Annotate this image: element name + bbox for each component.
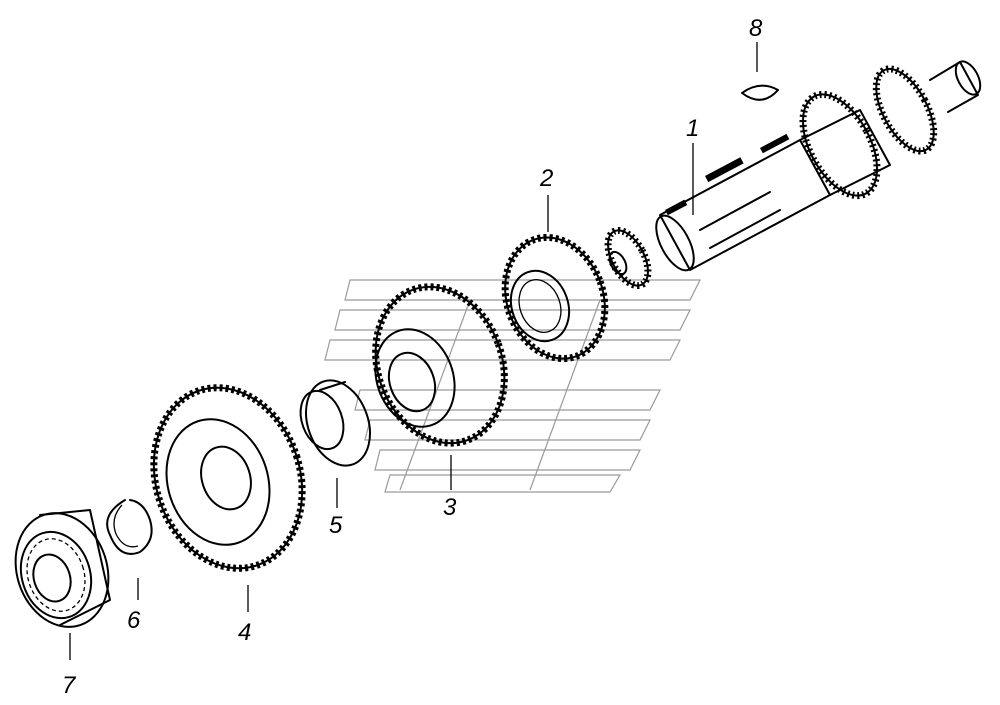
callout-5: 5 — [329, 512, 343, 539]
callout-1: 1 — [686, 115, 699, 142]
callout-4: 4 — [238, 619, 251, 646]
snap-ring-drawing — [106, 499, 153, 555]
woodruff-key-drawing — [741, 84, 779, 101]
watermark-logo — [324, 279, 701, 493]
gear-4-drawing — [150, 384, 306, 572]
callout-8: 8 — [749, 15, 763, 42]
bearing-drawing — [14, 509, 111, 628]
bushing-drawing — [299, 379, 371, 467]
gear-2-drawing — [501, 233, 609, 363]
callout-2: 2 — [539, 165, 553, 192]
gear-3-drawing — [372, 283, 508, 447]
callout-6: 6 — [127, 607, 141, 634]
callout-3: 3 — [443, 494, 457, 521]
shaft-drawing — [604, 60, 982, 290]
leader-lines — [69, 42, 758, 660]
callout-7: 7 — [62, 672, 77, 699]
